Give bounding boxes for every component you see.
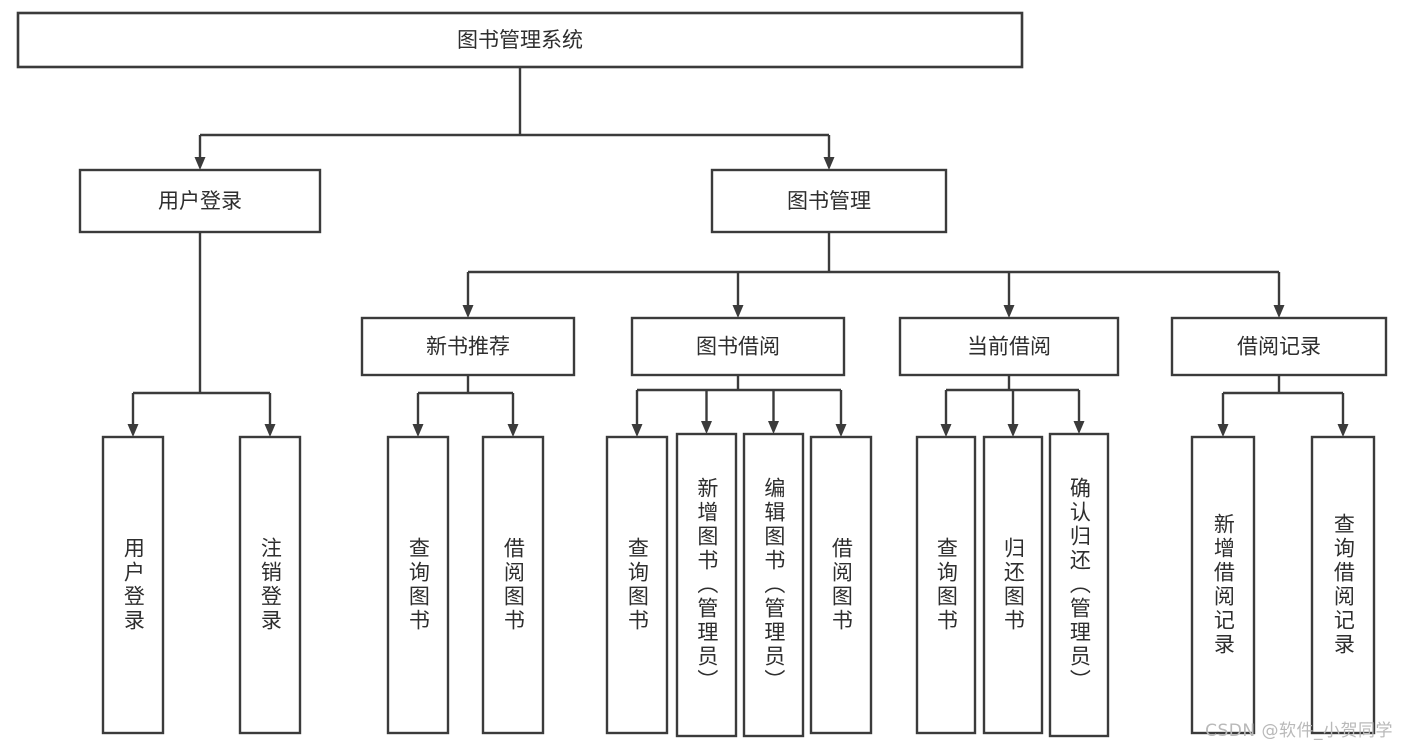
node-leaf-borrow-book-1[interactable] (481, 435, 545, 735)
node-box (809, 435, 873, 735)
arrow-head-icon (1003, 305, 1015, 318)
node-label: 新书推荐 (426, 335, 510, 359)
node-box (710, 168, 948, 234)
node-box (1048, 432, 1110, 738)
node-box (16, 11, 1024, 69)
node-book-manage[interactable] (710, 168, 948, 234)
arrow-head-icon (1007, 424, 1019, 437)
node-box (630, 316, 846, 377)
arrow-head-icon (1337, 424, 1349, 437)
node-borrow-record[interactable] (1170, 316, 1388, 377)
node-leaf-query-book-3[interactable] (915, 435, 977, 735)
connector-group-new-book-rec (412, 375, 519, 437)
arrow-head-icon (835, 424, 847, 437)
node-box (1170, 316, 1388, 377)
node-root[interactable] (16, 11, 1024, 69)
node-box (238, 435, 302, 735)
connector-group-book-borrow (631, 375, 847, 437)
node-box (1190, 435, 1256, 735)
node-box (78, 168, 322, 234)
node-box (386, 435, 450, 735)
node-new-book-rec[interactable] (360, 316, 576, 377)
node-leaf-user-login[interactable] (101, 435, 165, 735)
node-leaf-query-record[interactable] (1310, 435, 1376, 735)
node-box (481, 435, 545, 735)
arrow-head-icon (732, 305, 744, 318)
connector-group-user-login (127, 232, 276, 437)
node-leaf-edit-book[interactable] (742, 432, 805, 738)
arrow-head-icon (701, 421, 712, 434)
node-user-login[interactable] (78, 168, 322, 234)
watermark: CSDN @软件_小贺同学 (1205, 721, 1393, 741)
connector-group-current-borrow (940, 375, 1085, 437)
arrow-head-icon (1073, 421, 1085, 434)
arrow-head-icon (462, 305, 474, 318)
connector-group-book-manage (462, 232, 1285, 318)
node-leaf-query-book-2[interactable] (605, 435, 669, 735)
node-leaf-user-logout[interactable] (238, 435, 302, 735)
connectors-layer (127, 67, 1349, 437)
connector-group-borrow-record (1217, 375, 1349, 437)
arrow-head-icon (768, 421, 779, 434)
arrow-head-icon (1273, 305, 1285, 318)
node-box (742, 432, 805, 738)
arrow-head-icon (194, 157, 206, 170)
connector-group-root (194, 67, 835, 170)
arrow-head-icon (507, 424, 519, 437)
node-leaf-add-record[interactable] (1190, 435, 1256, 735)
node-label: 图书管理系统 (457, 28, 583, 52)
node-current-borrow[interactable] (898, 316, 1120, 377)
node-box (675, 432, 738, 738)
node-leaf-borrow-book-2[interactable] (809, 435, 873, 735)
node-box (915, 435, 977, 735)
node-label: 借阅记录 (1237, 335, 1321, 359)
node-box (1310, 435, 1376, 735)
arrow-head-icon (127, 424, 139, 437)
node-leaf-return-book[interactable] (982, 435, 1044, 735)
arrow-head-icon (823, 157, 835, 170)
node-book-borrow[interactable] (630, 316, 846, 377)
node-leaf-confirm-return[interactable] (1048, 432, 1110, 738)
arrow-head-icon (631, 424, 643, 437)
node-label: 图书管理 (787, 189, 871, 213)
arrow-head-icon (412, 424, 424, 437)
node-label: 当前借阅 (967, 335, 1051, 359)
node-leaf-add-book[interactable] (675, 432, 738, 738)
arrow-head-icon (264, 424, 276, 437)
arrow-head-icon (940, 424, 952, 437)
node-box (898, 316, 1120, 377)
node-label: 用户登录 (158, 189, 242, 213)
node-box (360, 316, 576, 377)
node-leaf-query-book-1[interactable] (386, 435, 450, 735)
node-label: 图书借阅 (696, 335, 780, 359)
node-box (982, 435, 1044, 735)
node-box (605, 435, 669, 735)
node-box (101, 435, 165, 735)
arrow-head-icon (1217, 424, 1229, 437)
